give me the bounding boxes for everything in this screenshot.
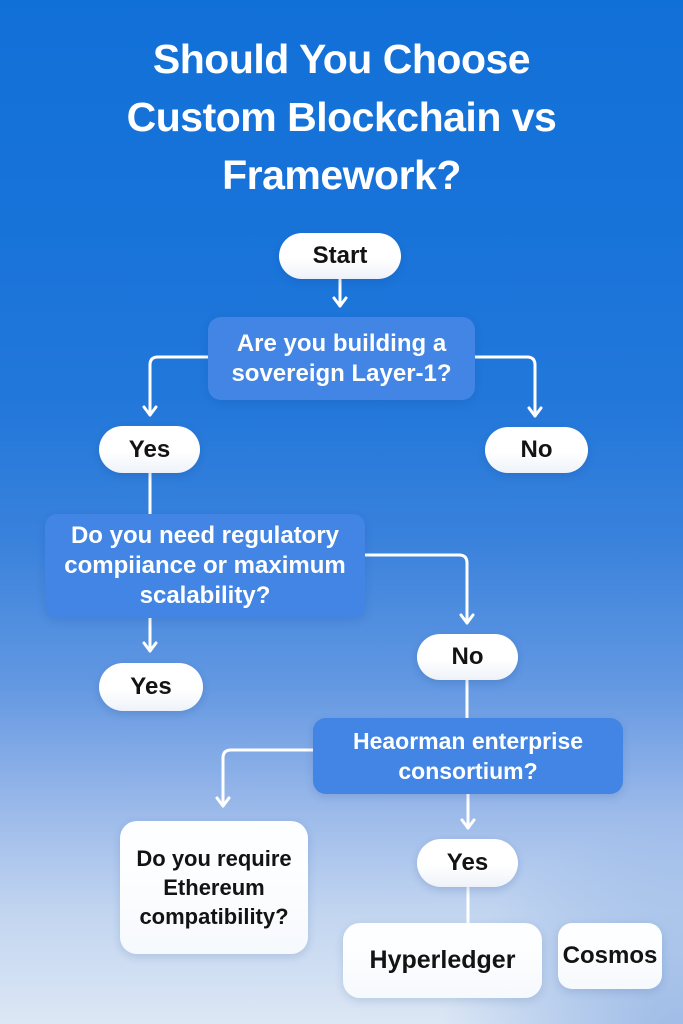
- connector-q3-to-eth: [215, 748, 315, 808]
- question-ethereum-compatibility-label: Do you require Ethereum compatibility?: [136, 846, 292, 929]
- q3-yes-pill: Yes: [417, 839, 518, 887]
- start-label: Start: [312, 242, 368, 269]
- q2-yes-label: Yes: [130, 673, 172, 700]
- q1-no-label: No: [520, 436, 553, 463]
- q1-yes-label: Yes: [128, 435, 171, 463]
- q2-yes-pill: Yes: [99, 663, 203, 711]
- result-cosmos: Cosmos: [558, 923, 662, 989]
- question-sovereign-layer1: Are you building a sovereign Layer-1?: [208, 317, 475, 400]
- result-cosmos-label: Cosmos: [562, 942, 658, 969]
- q1-no-pill: No: [485, 427, 588, 473]
- q2-no-pill: No: [417, 634, 518, 680]
- page-title: Should You Choose Custom Blockchain vs F…: [126, 36, 557, 198]
- q3-yes-label: Yes: [446, 849, 489, 876]
- question-regulatory-compliance-label: Do you need regulatory compiiance or max…: [64, 522, 346, 609]
- question-sovereign-layer1-label: Are you building a sovereign Layer-1?: [231, 329, 452, 387]
- q2-no-label: No: [451, 643, 484, 670]
- result-hyperledger: Hyperledger: [343, 923, 542, 998]
- question-ethereum-compatibility: Do you require Ethereum compatibility?: [120, 821, 308, 954]
- q1-yes-pill: Yes: [99, 426, 200, 473]
- question-regulatory-compliance: Do you need regulatory compiiance or max…: [45, 514, 365, 618]
- result-hyperledger-label: Hyperledger: [369, 946, 516, 974]
- connector-q2-to-no2: [363, 553, 475, 625]
- question-enterprise-consortium: Heaorman enterprise consortium?: [313, 718, 623, 794]
- start-node: Start: [279, 233, 401, 279]
- connector-q1-to-yes1: [142, 355, 210, 417]
- question-enterprise-consortium-label: Heaorman enterprise consortium?: [352, 728, 584, 784]
- connector-q1-to-no1: [473, 355, 543, 418]
